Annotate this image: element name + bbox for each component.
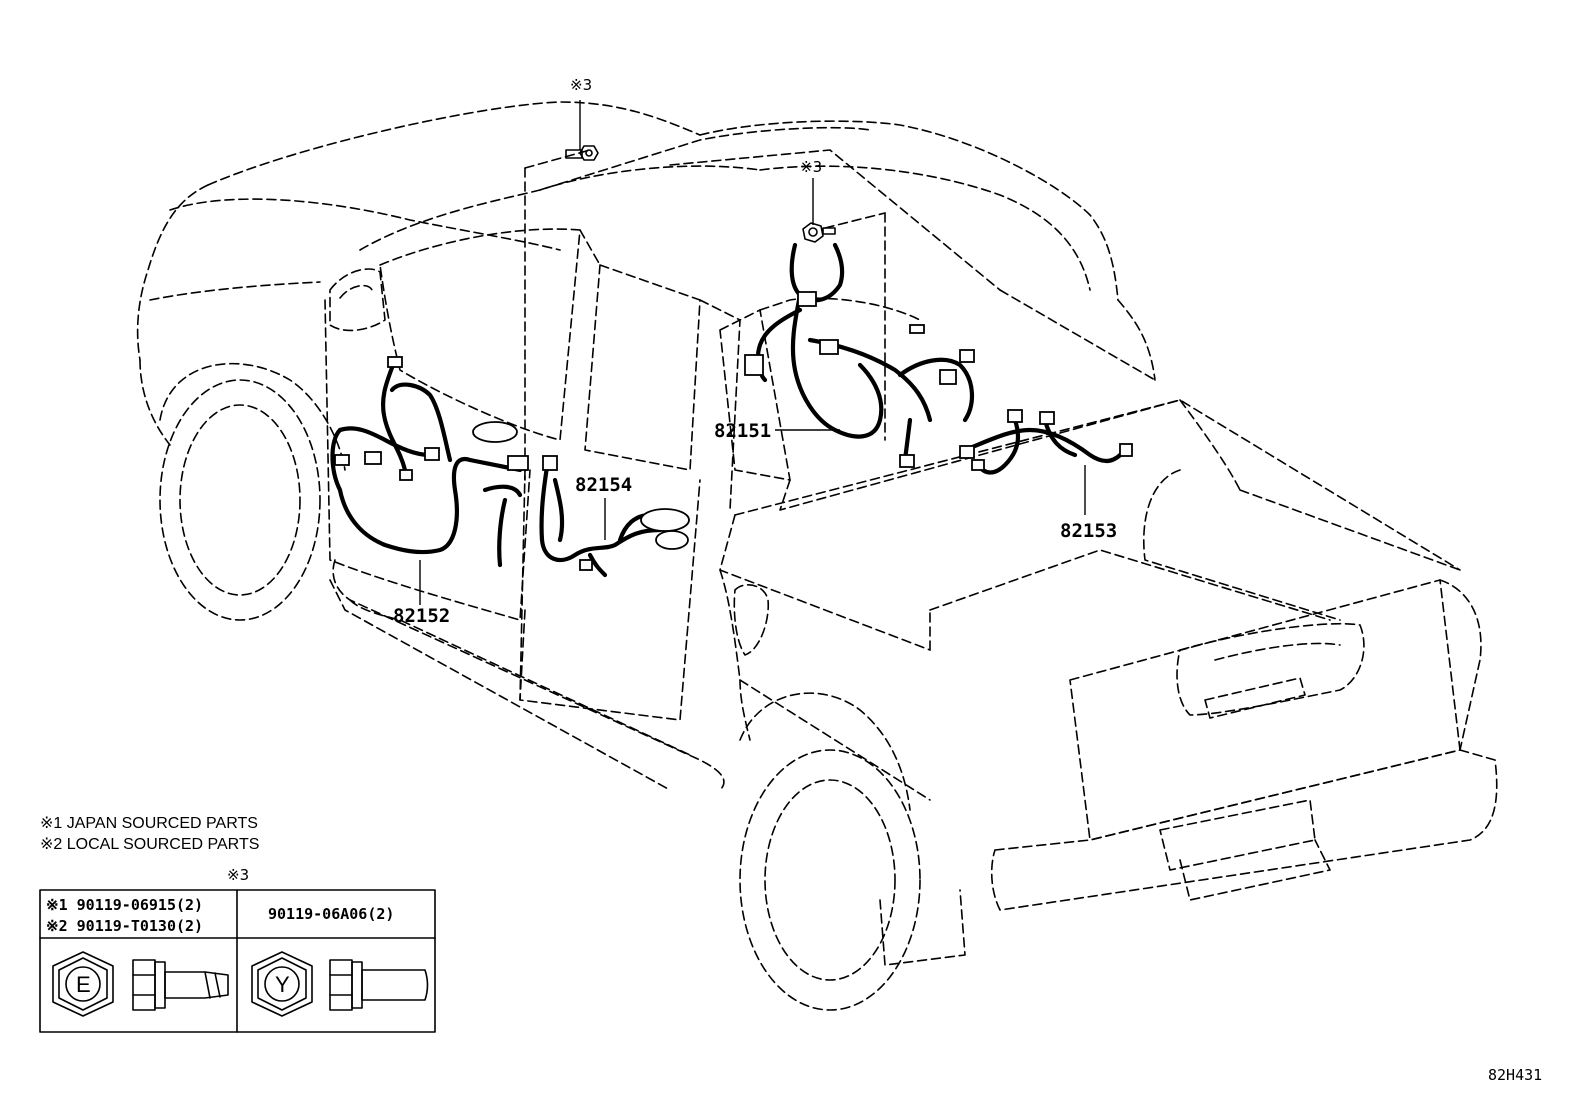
bolt-icon bbox=[802, 222, 836, 243]
part-number-82151: 82151 bbox=[714, 420, 771, 442]
table-left-row2: ※2 90119-T0130(2) bbox=[46, 917, 203, 935]
harness-82153 bbox=[959, 409, 1133, 475]
bolt-side-icon bbox=[329, 959, 429, 1011]
bolt-side-icon bbox=[132, 959, 229, 1011]
harness-82152 bbox=[330, 356, 529, 568]
harness-82151 bbox=[744, 242, 975, 468]
head-marking-y: Y bbox=[275, 972, 290, 997]
vehicle-outline bbox=[136, 101, 1498, 1011]
bolt-icon bbox=[565, 145, 599, 161]
leader-lines bbox=[419, 100, 1086, 605]
head-marking-e: E bbox=[76, 972, 91, 997]
table-mark: ※3 bbox=[227, 866, 249, 884]
table-right-header: 90119-06A06(2) bbox=[268, 905, 394, 923]
part-number-82152: 82152 bbox=[393, 605, 450, 627]
bolt-head-icon: Y bbox=[251, 951, 313, 1017]
diagram-code: 82H431 bbox=[1488, 1066, 1542, 1084]
source-note-local: ※2 LOCAL SOURCED PARTS bbox=[40, 836, 259, 853]
source-note-japan: ※1 JAPAN SOURCED PARTS bbox=[40, 815, 258, 832]
bolt-mount-guides bbox=[524, 149, 886, 481]
bolt-mark-label: ※3 bbox=[570, 76, 592, 94]
table-left-row1: ※1 90119-06915(2) bbox=[46, 896, 203, 914]
part-number-82154: 82154 bbox=[575, 474, 632, 496]
bolt-mark-label: ※3 bbox=[800, 158, 822, 176]
bolt-head-icon: E bbox=[52, 951, 114, 1017]
fastener-table: ※3 ※1 90119-06915(2) ※2 90119-T0130(2) 9… bbox=[39, 866, 436, 1033]
harness-82154 bbox=[539, 455, 690, 578]
part-number-82153: 82153 bbox=[1060, 520, 1117, 542]
